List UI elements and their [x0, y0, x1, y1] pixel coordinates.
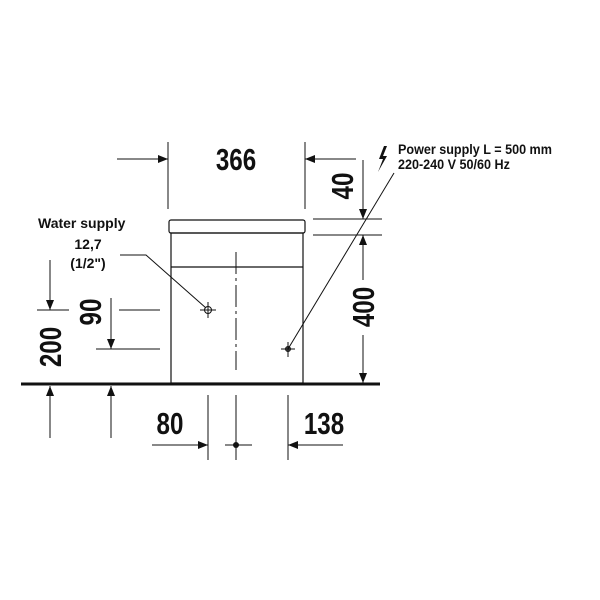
water-supply-size-mm: 12,7	[74, 236, 101, 252]
cistern-body	[170, 232, 304, 384]
lid-height-dimension: 40	[325, 173, 360, 200]
power-connection-point	[281, 342, 295, 357]
power-supply-line1: Power supply L = 500 mm	[398, 141, 552, 157]
water-supply-size-inch: (1/2")	[70, 255, 105, 271]
water-x-dimension: 80	[157, 406, 184, 441]
power-offset-dimension: 90	[73, 299, 108, 326]
width-dimension: 366	[216, 142, 256, 177]
lightning-icon	[378, 146, 387, 172]
height-dimension: 400	[346, 287, 381, 327]
power-supply-leader	[287, 172, 395, 350]
water-supply-label: Water supply	[38, 215, 126, 231]
water-connection-point	[200, 302, 216, 318]
power-x-dimension: 138	[304, 406, 344, 441]
water-supply-leader	[120, 254, 207, 309]
cistern-lid	[168, 219, 306, 234]
water-height-dimension: 200	[33, 327, 68, 367]
center-reference-mark	[225, 395, 252, 460]
power-supply-line2: 220-240 V 50/60 Hz	[398, 156, 510, 172]
